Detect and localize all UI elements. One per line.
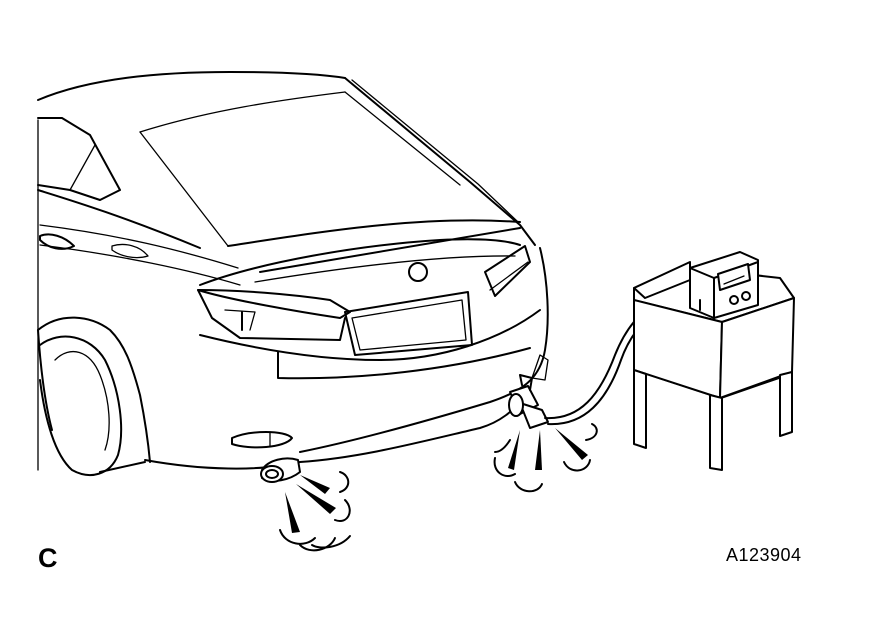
exhaust-gas-icon — [493, 423, 598, 493]
stand-icon — [633, 261, 795, 471]
probe-adapter-icon — [508, 374, 549, 429]
exhaust-gas-icon — [279, 471, 351, 552]
gas-analyzer-icon — [689, 251, 759, 319]
tailpipe-icon — [260, 457, 301, 483]
figure-id: A123904 — [726, 545, 802, 565]
view-letter: C — [38, 543, 58, 573]
sedan-rear-icon — [37, 71, 549, 476]
